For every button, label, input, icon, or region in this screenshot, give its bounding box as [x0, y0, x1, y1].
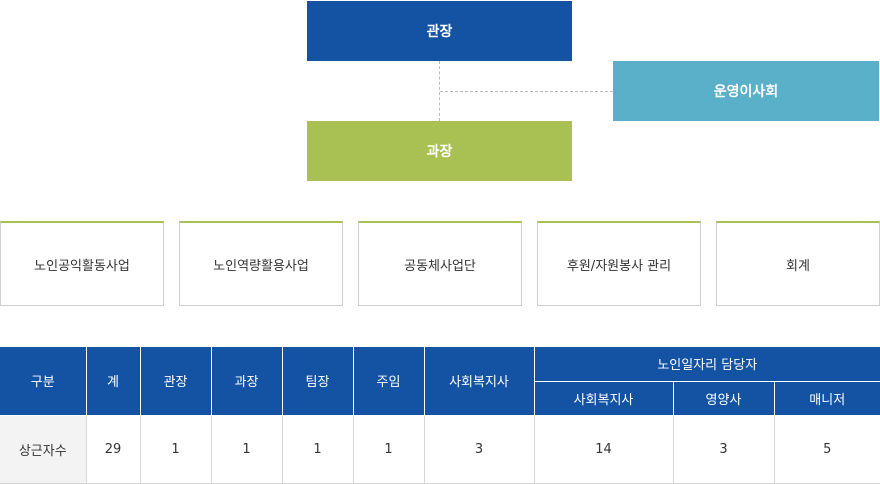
connector-horizontal — [440, 91, 613, 92]
table-subheader-row: 사회복지사 영양사 매니저 — [0, 381, 880, 416]
header-job-group: 노인일자리 담당자 — [533, 347, 880, 382]
header-job-manager: 매니저 — [773, 381, 880, 416]
table-row: 상근자수 29 1 1 1 1 3 14 3 5 — [0, 414, 880, 484]
header-manager: 과장 — [210, 347, 283, 416]
header-job-social-worker: 사회복지사 — [534, 381, 674, 416]
cell-manager: 1 — [210, 414, 283, 484]
cell-social-worker: 3 — [423, 414, 535, 484]
cell-job-nutritionist: 3 — [672, 414, 775, 484]
cell-assistant: 1 — [352, 414, 425, 484]
header-total: 계 — [85, 347, 141, 416]
cell-total: 29 — [85, 414, 141, 484]
header-assistant: 주임 — [352, 347, 425, 416]
dept-senior-public-activity: 노인공익활동사업 — [0, 221, 164, 306]
manager-box: 과장 — [307, 121, 572, 181]
cell-team-leader: 1 — [281, 414, 354, 484]
dept-senior-capacity: 노인역량활용사업 — [179, 221, 343, 306]
cell-director: 1 — [139, 414, 212, 484]
header-director: 관장 — [139, 347, 212, 416]
header-team-leader: 팀장 — [281, 347, 354, 416]
row-label: 상근자수 — [0, 414, 87, 484]
dept-community-business: 공동체사업단 — [358, 221, 522, 306]
header-category: 구분 — [0, 347, 87, 416]
cell-job-social-worker: 14 — [533, 414, 674, 484]
board-box: 운영이사회 — [613, 61, 879, 121]
header-social-worker: 사회복지사 — [423, 347, 535, 416]
cell-job-manager: 5 — [773, 414, 880, 484]
dept-accounting: 회계 — [716, 221, 880, 306]
table-header-row: 구분 계 관장 과장 팀장 주임 사회복지사 노인일자리 담당자 — [0, 347, 880, 416]
director-box: 관장 — [307, 1, 572, 61]
connector-vertical — [439, 61, 440, 121]
dept-sponsorship-volunteer: 후원/자원봉사 관리 — [537, 221, 701, 306]
staff-table: 구분 계 관장 과장 팀장 주임 사회복지사 노인일자리 담당자 사회복지사 영… — [0, 347, 880, 484]
header-job-nutritionist: 영양사 — [672, 381, 775, 416]
